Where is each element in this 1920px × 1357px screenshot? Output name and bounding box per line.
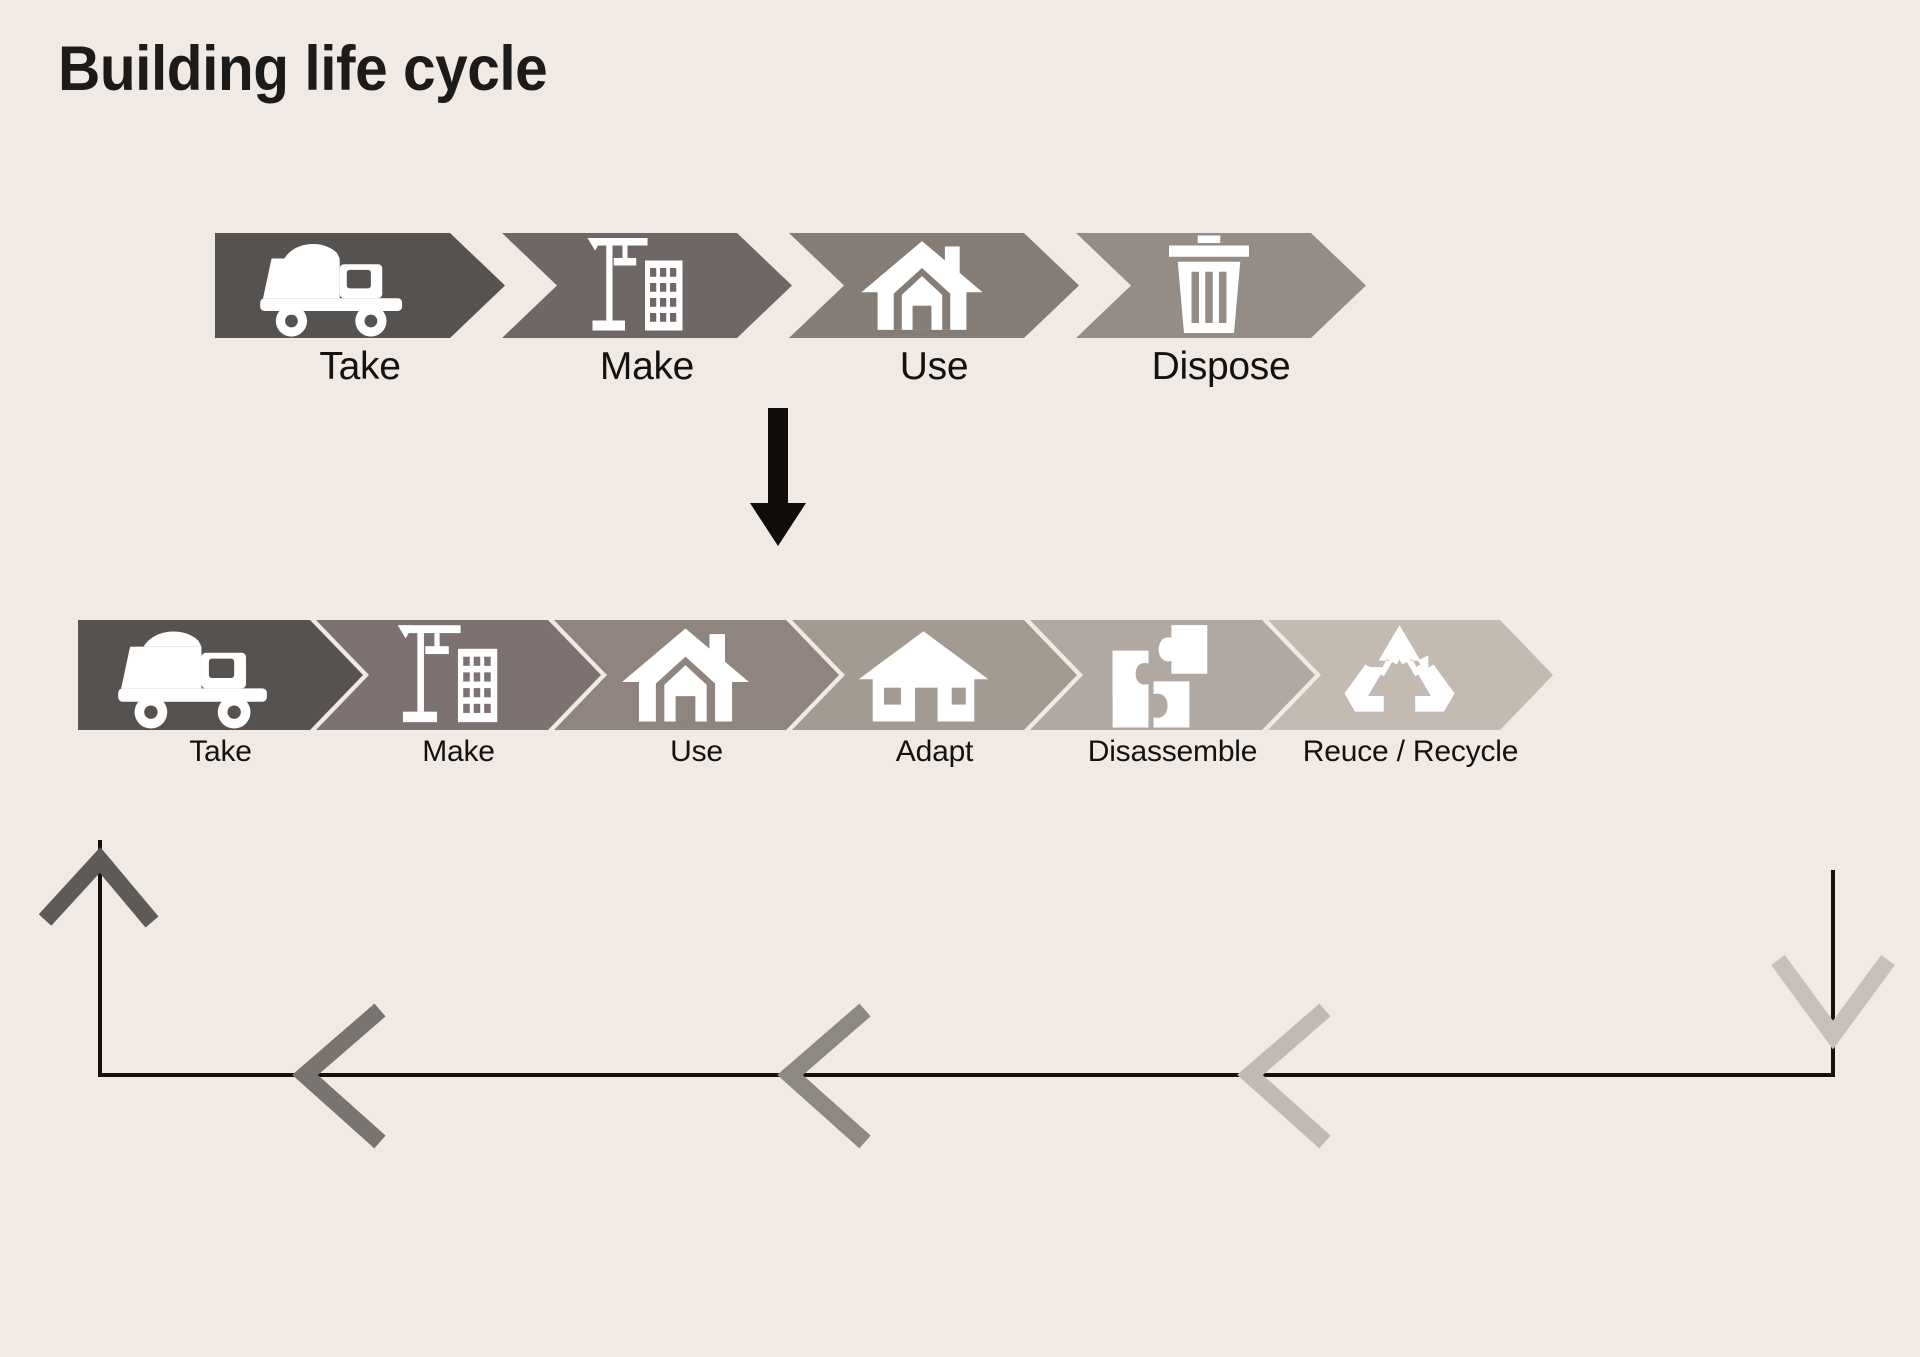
stage-label-make: Make xyxy=(599,345,695,388)
loop-arrowhead-left-2 xyxy=(777,1003,871,1149)
chevron-shape-make xyxy=(502,233,792,338)
stage-use[interactable]: Use xyxy=(789,233,1079,388)
chevron-shape-use xyxy=(789,233,1079,338)
circular-stage-label-reuse-recycle: Reuce / Recycle xyxy=(1302,735,1519,768)
stage-label-take: Take xyxy=(319,345,401,388)
page-title: Building life cycle xyxy=(58,34,548,104)
linear-flow-row: Take xyxy=(215,233,1375,423)
stage-take[interactable]: Take xyxy=(215,233,505,388)
return-loop xyxy=(38,840,1895,1149)
chevron-shape-take xyxy=(215,233,505,338)
down-arrow-icon xyxy=(748,408,808,548)
loop-arrowhead-down-right xyxy=(1771,954,1895,1050)
circular-stage-label-adapt: Adapt xyxy=(895,735,974,768)
chevron-shape-circ-recycle xyxy=(1268,620,1553,730)
stage-label-use: Use xyxy=(899,345,969,388)
circular-stage-label-make: Make xyxy=(422,735,495,768)
circular-stage-label-disassemble: Disassemble xyxy=(1087,735,1258,768)
circular-flow-row: Take xyxy=(78,620,1848,810)
stage-label-dispose: Dispose xyxy=(1151,345,1291,388)
chevron-shape-dispose xyxy=(1076,233,1366,338)
loop-arrowhead-left-3 xyxy=(1237,1003,1331,1149)
loop-arrowhead-left-1 xyxy=(292,1003,386,1149)
circular-stage-reuse-recycle[interactable]: Reuce / Recycle xyxy=(1268,620,1553,768)
stage-dispose[interactable]: Dispose xyxy=(1076,233,1366,388)
circular-stage-label-use: Use xyxy=(670,735,723,768)
loop-path xyxy=(98,840,1835,1077)
loop-arrowhead-up-left xyxy=(38,847,159,928)
circular-stage-label-take: Take xyxy=(189,735,252,768)
stage-make[interactable]: Make xyxy=(502,233,792,388)
